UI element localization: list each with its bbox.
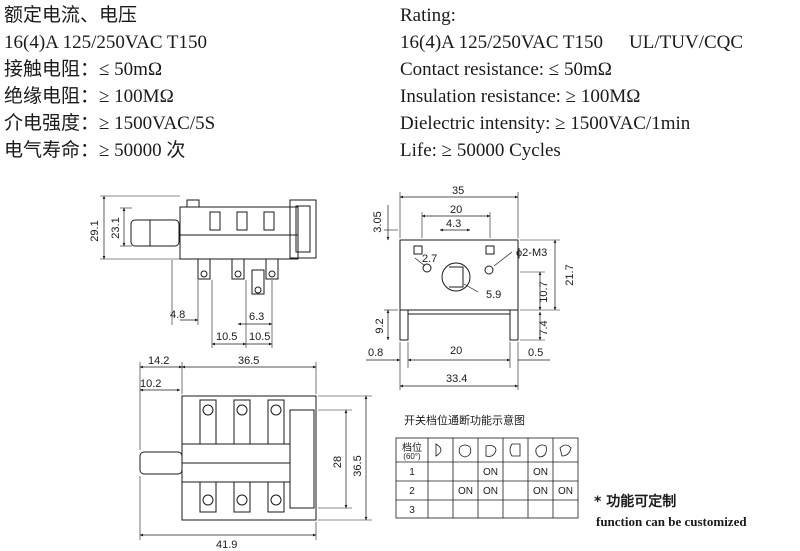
side-terminal: [265, 258, 279, 280]
spec-en-block: Rating: 16(4)A 125/250VAC T150 UL/TUV/CQC…: [400, 2, 743, 164]
note-en: function can be customized: [596, 514, 747, 529]
dim-4-3: 4.3: [446, 218, 461, 230]
top-view-drawing: [139, 362, 372, 540]
side-terminal: [197, 258, 211, 280]
spec-cn-title: 额定电流、电压: [4, 5, 138, 26]
spec-en-title: Rating:: [400, 5, 456, 26]
front-plate: [399, 239, 519, 311]
dim-23-1: 23.1: [110, 217, 122, 238]
table-cell: ON: [558, 486, 573, 497]
dim-9-2: 9.2: [374, 318, 386, 333]
table-header-label: 档位: [402, 441, 422, 454]
front-leg-left: [399, 309, 409, 341]
front-mount-hole: [484, 265, 494, 275]
spec-cn-rating: 16(4)A 125/250VAC T150: [4, 32, 208, 53]
table-cell: ON: [458, 486, 473, 497]
dim-36-5-top: 36.5: [238, 355, 259, 367]
table-row-label: 1: [409, 467, 415, 478]
front-mount-hole: [422, 263, 432, 273]
side-shaft: [130, 219, 180, 247]
dim-0-8: 0.8: [368, 347, 383, 359]
table-header-sub: (60°): [403, 452, 421, 461]
dim-20-top: 20: [450, 204, 462, 216]
top-terminal: [267, 399, 285, 445]
spec-cn-block: 额定电流、电压 16(4)A 125/250VAC T150 接触电阻：≤ 50…: [4, 2, 215, 164]
side-body: [179, 206, 299, 260]
position-symbol-icon: [509, 443, 521, 457]
dim-4-8: 4.8: [170, 309, 185, 321]
dim-0-5: 0.5: [528, 347, 543, 359]
top-terminal: [233, 399, 251, 445]
top-housing: [289, 409, 315, 509]
spec-cn-insulation: 绝缘电阻：≥ 100MΩ: [4, 86, 174, 107]
dim-10-5-b: 10.5: [249, 331, 270, 343]
top-body: [181, 395, 317, 521]
table-cell: ON: [533, 467, 548, 478]
dim-36-5-side: 36.5: [352, 455, 364, 476]
position-symbol-icon: [435, 443, 442, 457]
dim-5-9: 5.9: [486, 289, 501, 301]
dim-10-2: 10.2: [140, 378, 161, 390]
spec-cn-dielectric: 介电强度：≥ 1500VAC/5S: [4, 113, 216, 134]
top-shaft: [139, 451, 183, 475]
top-terminal: [199, 399, 217, 445]
position-symbol-icon: [485, 445, 497, 457]
spec-en-life: Life: ≥ 50000 Cycles: [400, 140, 561, 161]
dim-20-bottom: 20: [450, 345, 462, 357]
dim-10-5-a: 10.5: [216, 331, 237, 343]
dim-10-7: 10.7: [538, 281, 550, 302]
side-view-drawing: [100, 195, 317, 348]
table-cell: ON: [533, 486, 548, 497]
spec-en-insulation: Insulation resistance: ≥ 100MΩ: [400, 86, 641, 107]
front-view-drawing: [366, 192, 560, 390]
spec-en-contact: Contact resistance: ≤ 50mΩ: [400, 59, 612, 80]
position-symbol-icon: [458, 444, 472, 458]
position-symbol-icon: [535, 444, 547, 458]
spec-cn-contact: 接触电阻：≤ 50mΩ: [4, 59, 163, 80]
front-leg-right: [509, 309, 519, 341]
dim-41-9: 41.9: [216, 539, 237, 551]
table-row-label: 2: [409, 486, 415, 497]
dim-7-4: 7.4: [538, 320, 550, 335]
side-housing: [289, 199, 317, 259]
spec-cn-life: 电气寿命：≥ 50000 次: [4, 140, 186, 161]
dim-2-7: 2.7: [422, 253, 437, 265]
dim-28: 28: [332, 456, 344, 468]
side-terminal: [231, 258, 245, 280]
dim-14-2: 14.2: [148, 355, 169, 367]
table-cell: ON: [483, 467, 498, 478]
dim-35: 35: [452, 185, 464, 197]
dim-33-4: 33.4: [446, 373, 467, 385]
note-cn: * 功能可定制: [594, 494, 677, 510]
dim-21-7: 21.7: [564, 264, 576, 285]
dim-6-3: 6.3: [249, 311, 264, 323]
front-center-hub: [441, 262, 471, 292]
switch-table: [395, 437, 579, 519]
dim-29-1: 29.1: [89, 220, 101, 241]
position-symbol-icon: [559, 444, 572, 457]
spec-en-rating-row: 16(4)A 125/250VAC T150 UL/TUV/CQC: [400, 29, 743, 56]
dim-3-05: 3.05: [372, 211, 384, 232]
spec-en-cert: UL/TUV/CQC: [629, 32, 744, 53]
spec-en-dielectric: Dielectric intensity: ≥ 1500VAC/1min: [400, 113, 691, 134]
dim-hole: ϕ2-M3: [516, 247, 547, 259]
table-title: 开关档位通断功能示意图: [404, 413, 525, 427]
table-row-label: 3: [409, 505, 415, 516]
table-cell: ON: [483, 486, 498, 497]
spec-en-rating: 16(4)A 125/250VAC T150: [400, 32, 604, 53]
